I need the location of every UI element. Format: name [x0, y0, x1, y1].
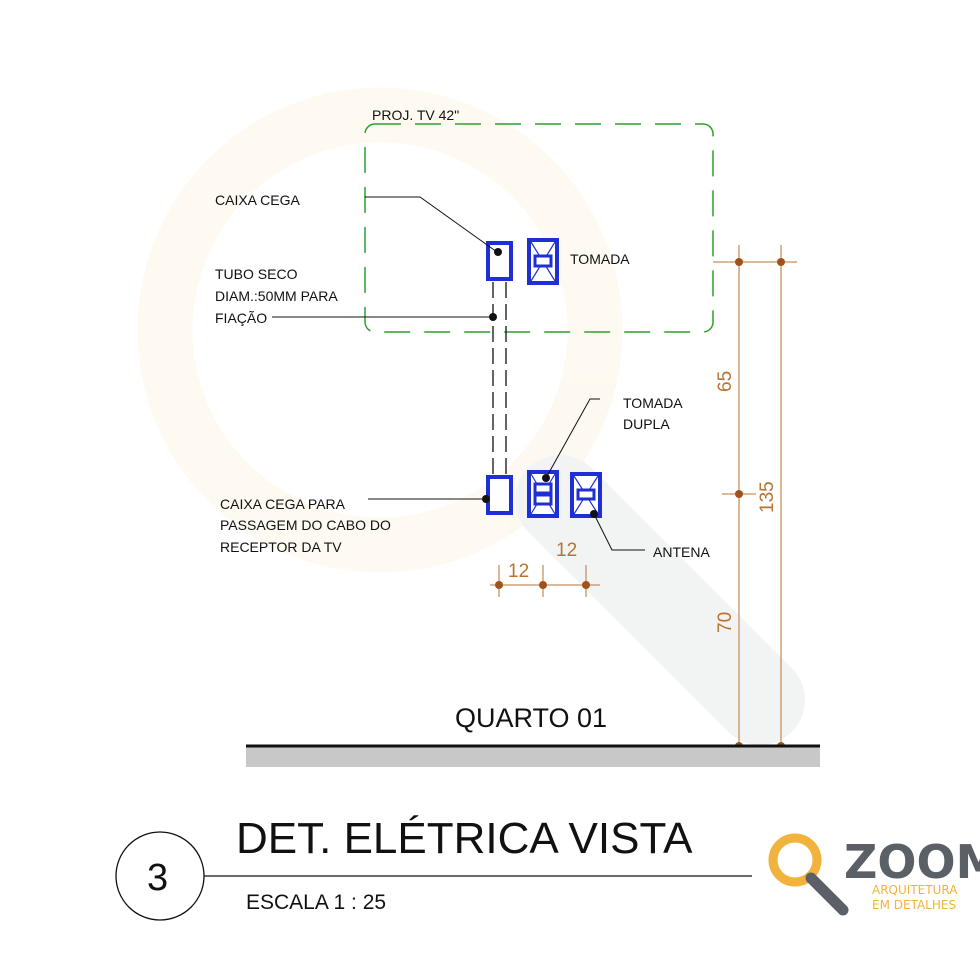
horizontal-dimension: [490, 565, 600, 597]
dimension-height-lower: 70: [715, 612, 736, 633]
caixa-cega-upper: [486, 241, 513, 281]
caixa-cega-para-label-line1: CAIXA CEGA PARA: [220, 496, 346, 512]
antena-outlet-symbol: [570, 472, 602, 518]
caixa-cega-para-label-line3: RECEPTOR DA TV: [220, 539, 342, 555]
dimension-height-total: 135: [757, 481, 778, 513]
tubo-label-line2: DIAM.:50MM PARA: [215, 288, 338, 304]
tomada-label: TOMADA: [570, 251, 630, 267]
logo-tagline-line1: ARQUITETURA: [872, 883, 958, 897]
tomada-dupla-label-line2: DUPLA: [623, 416, 670, 432]
tv-projection-outline: [364, 123, 714, 333]
caixa-cega-label: CAIXA CEGA: [215, 192, 300, 208]
logo-tagline-line2: EM DETALHES: [872, 898, 956, 912]
dimension-spacing-left: 12: [508, 561, 529, 582]
leader-dots: [482, 248, 598, 518]
caixa-cega-lower: [486, 475, 513, 515]
floor-slab: [246, 746, 820, 767]
antena-label: ANTENA: [653, 544, 710, 560]
dimension-spacing-right: 12: [556, 540, 577, 561]
dimension-height-upper: 65: [715, 371, 736, 392]
zoom-logo: ZOOM ARQUITETURA EM DETALHES: [768, 833, 980, 916]
dry-conduit: [492, 282, 507, 478]
magnifier-icon: [768, 833, 849, 916]
tv-projection-label: PROJ. TV 42": [372, 107, 459, 123]
tubo-label-line1: TUBO SECO: [215, 266, 298, 282]
tubo-label-line3: FIAÇÃO: [215, 310, 267, 326]
tomada-outlet-symbol: [527, 238, 559, 285]
caixa-cega-para-label-line2: PASSAGEM DO CABO DO: [220, 517, 391, 533]
logo-wordmark: ZOOM: [844, 835, 980, 889]
detail-number: 3: [147, 857, 168, 899]
leader-lines: [272, 196, 645, 551]
drawing-title: DET. ELÉTRICA VISTA: [236, 814, 693, 863]
room-label: QUARTO 01: [455, 703, 607, 733]
drawing-scale: ESCALA 1 : 25: [246, 891, 386, 914]
tomada-dupla-label-line1: TOMADA: [623, 395, 683, 411]
watermark-magnifier: [137, 87, 805, 745]
